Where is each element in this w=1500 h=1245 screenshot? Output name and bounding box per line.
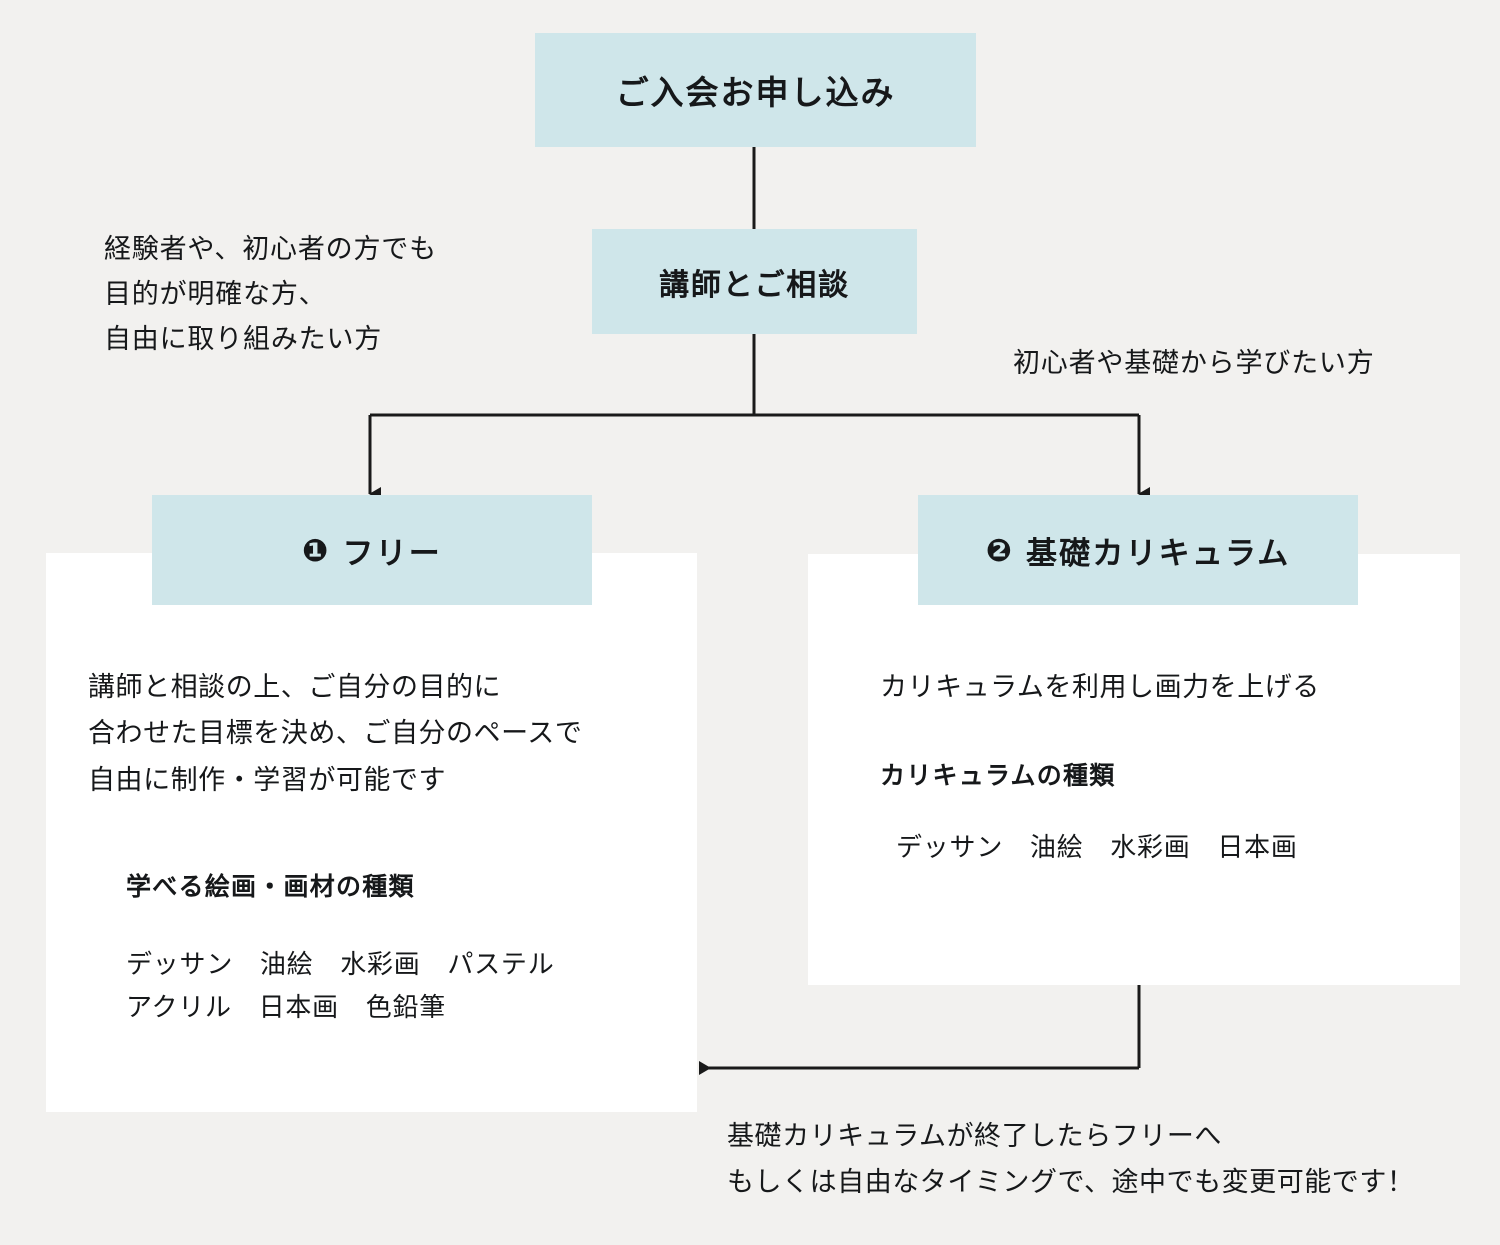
- card-basic-type-list: デッサン 油絵 水彩画 日本画: [896, 832, 1298, 863]
- card-basic-lead: カリキュラムを利用し画力を上げる: [880, 672, 1320, 702]
- card-free-title: フリー: [342, 535, 442, 571]
- card-free-lead: 講師と相談の上、ご自分の目的に 合わせた目標を決め、ご自分のペースで 自由に制作…: [88, 672, 583, 795]
- card-basic-body: カリキュラムを利用し画力を上げる カリキュラムの種類 デッサン 油絵 水彩画 日…: [880, 664, 1440, 869]
- card-basic-subheading: カリキュラムの種類: [880, 762, 1116, 791]
- circled-number-two-icon: ❷: [985, 532, 1014, 568]
- card-free: [46, 553, 697, 1112]
- card-free-body: 講師と相談の上、ご自分の目的に 合わせた目標を決め、ご自分のペースで 自由に制作…: [88, 664, 688, 1029]
- node-application[interactable]: ご入会お申し込み: [535, 33, 976, 147]
- card-basic-title: 基礎カリキュラム: [1025, 535, 1291, 571]
- card-free-subheading: 学べる絵画・画材の種類: [126, 873, 415, 902]
- card-free-type-list: デッサン 油絵 水彩画 パステル アクリル 日本画 色鉛筆: [126, 949, 555, 1022]
- branch-note-right: 初心者や基礎から学びたい方: [1013, 348, 1375, 378]
- card-free-header[interactable]: ❶ フリー: [152, 495, 592, 605]
- node-consultation[interactable]: 講師とご相談: [592, 229, 917, 334]
- circled-number-one-icon: ❶: [302, 532, 331, 568]
- card-basic: [808, 554, 1460, 985]
- footer-caption: 基礎カリキュラムが終了したらフリーへ もしくは自由なタイミングで、途中でも変更可…: [727, 1121, 1415, 1198]
- branch-note-left: 経験者や、初心者の方でも 目的が明確な方、 自由に取り組みたい方: [104, 234, 437, 354]
- card-basic-header[interactable]: ❷ 基礎カリキュラム: [918, 495, 1358, 605]
